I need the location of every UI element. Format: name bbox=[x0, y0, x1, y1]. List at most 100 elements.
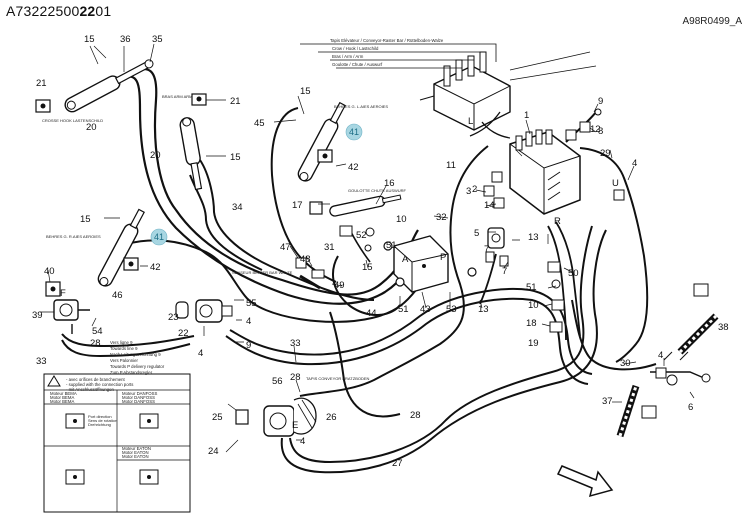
callout-c53: 53 bbox=[446, 304, 457, 315]
port-letters: A P R L F E U bbox=[60, 116, 619, 431]
callout-c4c: 4 bbox=[300, 436, 305, 447]
hose-34 bbox=[199, 159, 375, 301]
danfoss-line-1: Moteur DANFOSS bbox=[122, 391, 157, 396]
callout-c43: 43 bbox=[420, 304, 431, 315]
callout-c22: 22 bbox=[178, 328, 189, 339]
callout-c15a: 15 bbox=[84, 34, 95, 45]
valve-label-2: Crow / Hook / Lastschild bbox=[332, 46, 379, 51]
hose-29 bbox=[579, 147, 649, 363]
callout-c55: 55 bbox=[246, 298, 257, 309]
callout-c6: 6 bbox=[688, 402, 693, 413]
document-number: A732225002201 bbox=[6, 3, 111, 19]
direction-arrow bbox=[556, 465, 614, 498]
hose-28-left bbox=[61, 333, 195, 348]
motor-22 bbox=[175, 299, 233, 323]
callout-c1: 1 bbox=[524, 110, 529, 121]
callout-c15c: 15 bbox=[300, 86, 311, 97]
port-line-3: Drehrichtung bbox=[88, 422, 111, 427]
regulator-14 bbox=[485, 227, 509, 267]
callout-c4e: 4 bbox=[658, 350, 663, 361]
fitting-6 bbox=[650, 351, 711, 386]
callout-c5: 5 bbox=[474, 228, 479, 239]
hose-30 bbox=[571, 299, 657, 371]
callout-c51b: 51 bbox=[398, 304, 409, 315]
label-bras-arm: BRAS ARM ARM bbox=[162, 94, 192, 99]
fittings-right-top bbox=[565, 108, 625, 201]
hose-33 bbox=[61, 339, 191, 358]
callout-c33b: 33 bbox=[290, 338, 301, 349]
label-crosse-hook: CROSSE HOOK LASTENSCHILD bbox=[42, 118, 103, 123]
leader-lines bbox=[40, 43, 715, 453]
callout-c20a: 20 bbox=[86, 122, 97, 133]
hose-35 bbox=[125, 67, 419, 296]
callout-c4b: 4 bbox=[198, 348, 203, 359]
callout-c46: 46 bbox=[112, 290, 123, 301]
legend-text: - avec orifices de branchement - supplie… bbox=[50, 377, 157, 459]
chain-37 bbox=[616, 384, 657, 438]
notice-line-1: - avec orifices de branchement bbox=[66, 377, 126, 382]
callout-c18: 18 bbox=[526, 318, 537, 329]
valve-label-4: Goulotte / Chute / Auswurf bbox=[332, 62, 383, 67]
vers-label-4: Vers Palonnier bbox=[110, 358, 139, 363]
danfoss-line-3: Motor DANFOSS bbox=[122, 399, 155, 404]
callout-c36: 36 bbox=[120, 34, 131, 45]
callout-c3: 3 bbox=[466, 186, 471, 197]
callout-c9a: 9 bbox=[246, 340, 251, 351]
legend-box bbox=[43, 373, 191, 513]
callout-c21a: 21 bbox=[36, 78, 47, 89]
hose-bundle-3 bbox=[229, 288, 593, 375]
vers-label-2: Towards line 9 bbox=[110, 346, 138, 351]
chain-38 bbox=[677, 283, 719, 355]
callout-c15d: 15 bbox=[80, 214, 91, 225]
bracket-21-arm bbox=[191, 93, 207, 106]
hose-28b bbox=[289, 225, 593, 464]
callout-c48: 48 bbox=[300, 254, 311, 265]
eaton-line-1: Moteur EATON bbox=[122, 446, 151, 451]
callout-c7a: 7 bbox=[484, 244, 489, 255]
bubble-41-lower: 41 bbox=[150, 228, 168, 246]
callout-c42a: 42 bbox=[348, 162, 359, 173]
callout-c54: 54 bbox=[92, 326, 103, 337]
callout-c13a: 13 bbox=[478, 304, 489, 315]
callout-c31: 31 bbox=[324, 242, 335, 253]
notice-line-2: - supplied with the connection ports bbox=[66, 382, 133, 387]
drawing-reference-code: A98R0499_A bbox=[682, 16, 743, 27]
callout-c25: 25 bbox=[212, 412, 223, 423]
callout-c23: 23 bbox=[168, 312, 179, 323]
callout-c42b: 42 bbox=[150, 262, 161, 273]
callout-c29: 29 bbox=[600, 148, 611, 159]
letter-a: A bbox=[402, 254, 409, 265]
callout-c14: 14 bbox=[484, 200, 495, 211]
callout-c30: 30 bbox=[620, 358, 631, 369]
callout-c37: 37 bbox=[602, 396, 613, 407]
bema-line-2: Motor BEMA bbox=[50, 395, 74, 400]
valve-bank-top bbox=[300, 43, 597, 139]
callout-c56: 56 bbox=[272, 376, 283, 387]
label-behres-left: BEHRES G. L.AIES AEROIES bbox=[334, 104, 388, 109]
document-number-bold: 22 bbox=[79, 3, 96, 19]
callout-c32: 32 bbox=[436, 212, 447, 223]
cylinder-41-lower bbox=[97, 208, 145, 287]
callout-c7b: 7 bbox=[502, 266, 507, 277]
hose-11 bbox=[299, 145, 489, 397]
callout-c51a: 51 bbox=[386, 240, 397, 251]
hose-bundle-4 bbox=[225, 297, 589, 385]
letter-p: P bbox=[440, 252, 446, 263]
eaton-line-2: Motor EATON bbox=[122, 450, 149, 455]
letter-u: U bbox=[612, 178, 619, 189]
danfoss-line-2: Motor DANFOSS bbox=[122, 395, 155, 400]
valve-labels: Tapis Elévateur / Conveyor-Raster Bar / … bbox=[330, 38, 444, 67]
hose-28 bbox=[329, 311, 401, 418]
callout-c2: 2 bbox=[472, 184, 477, 195]
port-line-1: Port direction bbox=[88, 414, 112, 419]
fittings-50-10-18 bbox=[547, 261, 565, 333]
pump-39 bbox=[45, 281, 90, 334]
motor-26 bbox=[235, 397, 317, 437]
callout-c12: 12 bbox=[590, 124, 601, 135]
valve-block-43 bbox=[393, 235, 449, 293]
callout-c24: 24 bbox=[208, 446, 219, 457]
callout-c10b: 10 bbox=[528, 300, 539, 311]
label-tapis: TAPIS CONVEYOR KRATZBODEN bbox=[306, 376, 370, 381]
